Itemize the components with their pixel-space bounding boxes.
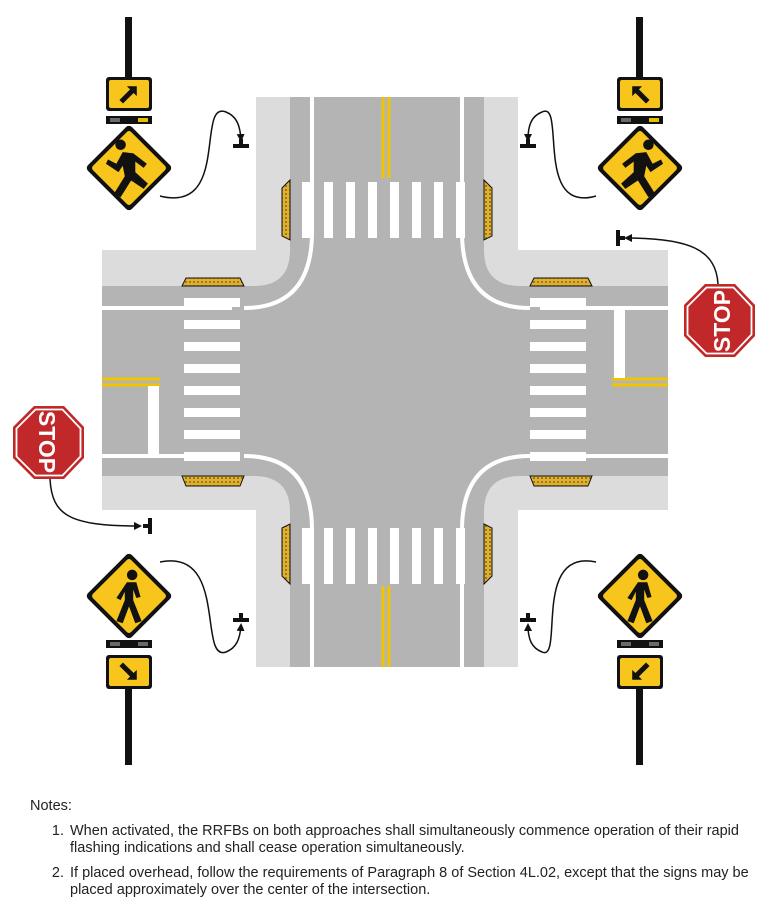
detectable-warning-pads bbox=[181, 178, 593, 586]
notes-list: When activated, the RRFBs on both approa… bbox=[30, 823, 750, 899]
pedestrian-crossing-sign bbox=[86, 125, 172, 211]
pushbutton-icon bbox=[520, 613, 536, 622]
sign-assembly-se bbox=[520, 553, 683, 765]
plaque-arrow-sw bbox=[106, 655, 152, 689]
diagonal-arrow-icon bbox=[119, 86, 137, 104]
pushbutton-icon bbox=[233, 139, 249, 148]
crosswalk-north bbox=[302, 182, 465, 238]
diagonal-arrow-icon bbox=[632, 86, 650, 104]
note-item: If placed overhead, follow the requireme… bbox=[68, 865, 750, 899]
rrfb-light-icon bbox=[106, 640, 152, 648]
diagonal-arrow-icon bbox=[632, 662, 650, 680]
stop-sign-text: STOP bbox=[34, 411, 60, 473]
sign-assembly-sw bbox=[86, 553, 249, 765]
stop-sign-east: STOP bbox=[616, 230, 755, 357]
plaque-arrow-se bbox=[617, 655, 663, 689]
plaque-arrow-nw bbox=[106, 77, 152, 111]
sign-assembly-ne bbox=[520, 17, 683, 211]
rrfb-light-icon bbox=[617, 116, 663, 124]
lane-markings bbox=[102, 97, 668, 667]
plaque-arrow-ne bbox=[617, 77, 663, 111]
pedestrian-crossing-sign bbox=[597, 553, 683, 639]
pedestrian-crossing-sign bbox=[597, 125, 683, 211]
stop-sign-text: STOP bbox=[709, 290, 735, 352]
intersection-diagram: STOP STOP bbox=[13, 17, 755, 765]
road-surface bbox=[102, 97, 668, 667]
pushbutton-icon bbox=[143, 518, 152, 534]
notes-section: Notes: When activated, the RRFBs on both… bbox=[30, 798, 750, 907]
crosswalk-east bbox=[530, 298, 586, 461]
stop-sign-west: STOP bbox=[13, 406, 152, 534]
note-item: When activated, the RRFBs on both approa… bbox=[68, 823, 750, 857]
diagonal-arrow-icon bbox=[119, 662, 137, 680]
pushbutton-icon bbox=[520, 139, 536, 148]
rrfb-light-icon bbox=[106, 116, 152, 124]
notes-heading: Notes: bbox=[30, 798, 72, 814]
stop-line bbox=[148, 308, 625, 456]
crosswalk-south bbox=[302, 528, 465, 584]
rrfb-light-icon bbox=[617, 640, 663, 648]
crosswalk-west bbox=[184, 298, 240, 461]
pushbutton-icon bbox=[616, 230, 625, 246]
sign-assembly-nw bbox=[86, 17, 249, 211]
center-line bbox=[102, 97, 668, 667]
pedestrian-crossing-sign bbox=[86, 553, 172, 639]
pushbutton-icon bbox=[233, 613, 249, 622]
